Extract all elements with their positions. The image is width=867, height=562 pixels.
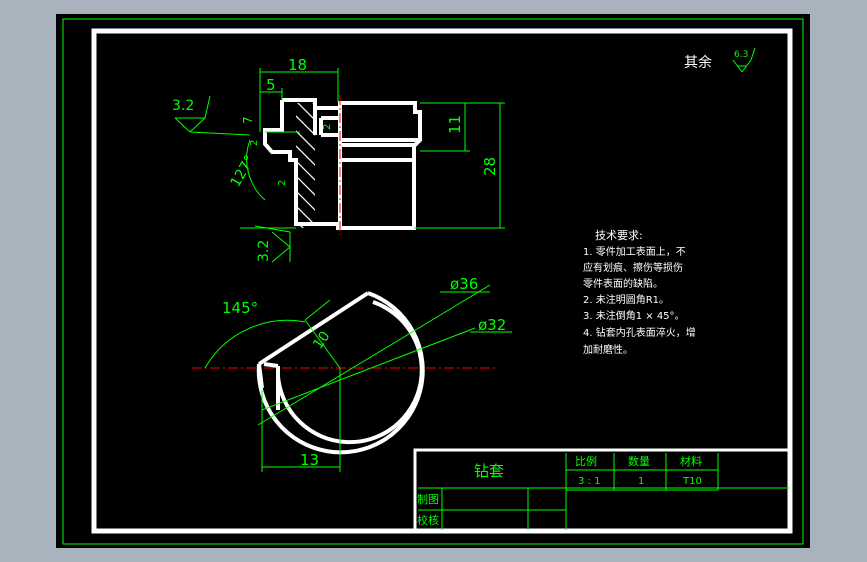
dim-small-2b: 2 — [277, 180, 288, 186]
checked-label: 校核 — [417, 513, 439, 527]
dim-flat-width: 13 — [300, 451, 319, 469]
technical-notes: 技术要求: 1. 零件加工表面上，不 应有划痕、擦伤等损伤 零件表面的缺陷。 2… — [583, 229, 696, 356]
roughness-other-label: 其余 — [684, 54, 712, 71]
title-block-frame — [413, 448, 791, 532]
dim-small-2a: 2 — [249, 140, 260, 146]
dim-hole-small: 11 — [446, 115, 464, 134]
part-name: 钻套 — [474, 462, 504, 480]
plan-view: 145° ø36 ø32 10 13 — [192, 275, 512, 472]
dim-angle-bottom: 145° — [222, 299, 258, 317]
roughness-bottom-value: 3.2 — [256, 240, 272, 262]
scale-label: 比例 — [575, 454, 597, 468]
plan-dimension-texts: 145° ø36 ø32 10 13 — [222, 275, 506, 469]
qty-label: 数量 — [628, 455, 650, 468]
section-hatch — [296, 103, 315, 228]
roughness-symbol-icon — [732, 47, 756, 73]
notes-line-3: 零件表面的缺陷。 — [583, 277, 663, 290]
dim-top-step: 5 — [266, 76, 276, 94]
dim-dia-inner: ø32 — [478, 316, 506, 334]
notes-line-1: 1. 零件加工表面上，不 — [583, 245, 686, 258]
notes-line-4: 2. 未注明圆角R1。 — [583, 293, 669, 306]
notes-line-7: 加耐磨性。 — [583, 343, 633, 356]
notes-line-5: 3. 未注倒角1 × 45°。 — [583, 309, 685, 322]
qty-value: 1 — [638, 476, 644, 487]
dim-top-width: 18 — [288, 56, 307, 74]
material-value: T10 — [682, 476, 702, 487]
front-dimensions — [174, 68, 505, 263]
plan-dimensions — [204, 284, 512, 472]
dim-small-2c: 2 — [322, 124, 333, 130]
material-label: 材料 — [680, 454, 702, 468]
scale-value: 3 : 1 — [578, 476, 600, 487]
notes-title: 技术要求: — [595, 229, 643, 242]
roughness-other-value: 6.3 — [734, 50, 748, 60]
dim-dia-outer: ø36 — [450, 275, 478, 293]
plan-outline — [256, 291, 425, 455]
drawn-label: 制图 — [417, 493, 439, 506]
dim-small-7: 7 — [241, 116, 255, 124]
notes-line-6: 4. 钻套内孔表面淬火，增 — [583, 326, 696, 339]
notes-line-2: 应有划痕、擦伤等损伤 — [583, 261, 683, 274]
roughness-other: 其余 6.3 — [684, 47, 756, 73]
sheet-green-border — [62, 18, 804, 545]
roughness-left-value: 3.2 — [172, 98, 194, 114]
title-block: 钻套 比例 数量 材料 3 : 1 1 T10 制图 校核 — [413, 448, 791, 532]
dim-outer-height: 28 — [481, 157, 499, 176]
